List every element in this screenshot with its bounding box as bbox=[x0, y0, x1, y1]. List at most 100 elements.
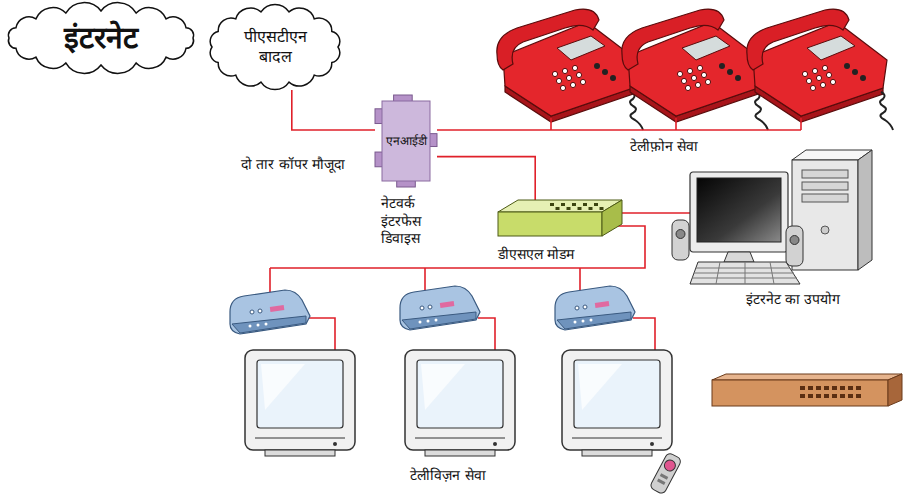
television-icon bbox=[562, 350, 672, 456]
keyboard bbox=[770, 262, 774, 284]
network-switch bbox=[712, 374, 902, 406]
computer-monitor bbox=[724, 252, 754, 262]
cable-line bbox=[292, 90, 375, 130]
modem-port bbox=[583, 203, 587, 206]
wire-note: दो तार कॉपर मौजूदा bbox=[238, 155, 348, 174]
network-switch bbox=[712, 374, 902, 380]
computer-tower bbox=[821, 226, 829, 234]
network-switch bbox=[856, 394, 861, 398]
node-text: इंटरनेट bbox=[64, 19, 138, 57]
network-switch bbox=[800, 394, 805, 398]
copper-wire bbox=[308, 318, 335, 350]
computer-tower bbox=[802, 182, 848, 190]
network-switch bbox=[800, 386, 861, 398]
copper-wire bbox=[437, 129, 801, 131]
keyboard bbox=[696, 268, 790, 269]
copper-wire bbox=[622, 212, 690, 214]
node-outline bbox=[498, 200, 622, 236]
node-text: एनआईडी bbox=[386, 134, 427, 149]
keyboard bbox=[690, 262, 800, 284]
keyboard bbox=[745, 262, 746, 284]
modem-port bbox=[550, 203, 554, 206]
telephone-icon bbox=[747, 9, 893, 130]
speaker bbox=[786, 226, 803, 266]
network-switch bbox=[832, 386, 837, 390]
network-switch bbox=[832, 394, 837, 398]
network-switch bbox=[856, 386, 861, 390]
device-body bbox=[382, 101, 430, 181]
remote-control bbox=[657, 479, 665, 485]
television-icon bbox=[405, 350, 515, 456]
speaker bbox=[672, 220, 689, 260]
set-top-box bbox=[400, 286, 480, 330]
node-caption: नेटवर्क इंटरफेस डिवाइस bbox=[381, 195, 455, 248]
cable-line bbox=[437, 157, 535, 200]
keyboard bbox=[716, 262, 720, 284]
computer-tower bbox=[802, 170, 848, 178]
modem-port bbox=[594, 203, 598, 206]
keyboard bbox=[694, 273, 794, 274]
network-switch bbox=[824, 386, 829, 390]
network-switch bbox=[840, 394, 845, 398]
television-icon bbox=[245, 350, 355, 456]
set-top-box bbox=[555, 286, 635, 330]
node-text: पीएसटीएन बादल bbox=[227, 27, 323, 67]
network-switch bbox=[808, 386, 813, 390]
network-switch bbox=[840, 386, 845, 390]
modem-top bbox=[498, 200, 622, 212]
internet-cloud: इंटरनेट bbox=[2, 4, 200, 72]
telephone-icon bbox=[622, 9, 768, 130]
modem-port bbox=[572, 203, 576, 206]
copper-wire bbox=[579, 268, 581, 292]
network-switch bbox=[712, 380, 888, 406]
modem-port bbox=[600, 207, 604, 210]
copper-wire bbox=[424, 268, 426, 292]
cloud-outline bbox=[210, 4, 340, 89]
speaker bbox=[676, 230, 685, 239]
node-text: डीएसएल मोडम bbox=[498, 246, 628, 264]
cloud-outline bbox=[8, 3, 193, 74]
network-switch bbox=[848, 394, 853, 398]
network-switch bbox=[888, 374, 902, 406]
network-switch bbox=[848, 386, 853, 390]
computer-tower bbox=[802, 194, 848, 202]
telephone-icon bbox=[497, 9, 643, 130]
remote-control bbox=[660, 473, 668, 479]
modem-port bbox=[567, 207, 571, 210]
set-top-box bbox=[230, 290, 310, 334]
pstn-cloud: पीएसटीएन बादल bbox=[205, 4, 345, 90]
modem-side bbox=[602, 200, 622, 236]
interface-device: एनआईडीनेटवर्क इंटरफेस डिवाइस bbox=[375, 95, 437, 187]
speaker bbox=[672, 220, 803, 266]
dsl-modem: डीएसएल मोडम bbox=[498, 200, 622, 236]
computer-monitor bbox=[690, 172, 788, 252]
computer-tower bbox=[858, 150, 872, 270]
computer-monitor bbox=[697, 178, 781, 242]
network-switch bbox=[816, 394, 821, 398]
telephone-set bbox=[497, 9, 893, 130]
remote-control bbox=[662, 458, 677, 473]
modem-port bbox=[556, 207, 560, 210]
service-label: टेलीफ़ोन सेवा bbox=[604, 137, 724, 156]
modem-port bbox=[561, 203, 565, 206]
copper-wire bbox=[478, 318, 495, 350]
network-switch bbox=[808, 394, 813, 398]
copper-wire bbox=[800, 118, 802, 130]
keyboard bbox=[690, 262, 800, 284]
service-label: टेलीविज़न सेवा bbox=[378, 466, 518, 485]
copper-wire bbox=[633, 318, 655, 350]
computer-monitor bbox=[690, 172, 788, 262]
copper-wire bbox=[675, 118, 677, 130]
network-switch bbox=[800, 386, 805, 390]
copper-wire bbox=[270, 118, 801, 350]
modem-front bbox=[498, 212, 602, 236]
service-label: इंटरनेट का उपयोग bbox=[718, 290, 868, 309]
remote-control bbox=[649, 452, 682, 495]
computer-tower bbox=[792, 150, 872, 270]
copper-wire bbox=[550, 118, 552, 130]
network-switch bbox=[816, 386, 821, 390]
